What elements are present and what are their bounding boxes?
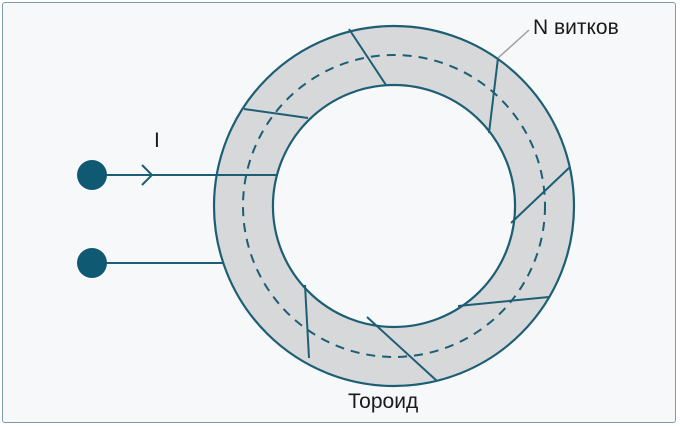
winding-turn xyxy=(366,316,438,382)
terminal-lower xyxy=(77,248,107,278)
winding-turn xyxy=(348,28,387,86)
toroid-label: Тороид xyxy=(348,390,418,413)
winding-turn xyxy=(457,296,550,307)
current-arrow-icon xyxy=(141,164,154,186)
turns-label: N витков xyxy=(533,16,619,39)
lead-wires xyxy=(93,174,223,264)
toroid-diagram: N витков I Тороид xyxy=(77,16,619,413)
winding-turn xyxy=(304,284,310,359)
turns-leader-line xyxy=(497,29,530,59)
current-label: I xyxy=(154,129,160,152)
mean-magnetic-path xyxy=(242,54,546,358)
diagram-frame: N витков I Тороид xyxy=(2,2,676,423)
terminal-upper xyxy=(77,160,107,190)
toroid-core xyxy=(212,24,576,388)
winding-turn xyxy=(488,57,499,134)
winding-turns xyxy=(216,28,571,382)
winding-turn xyxy=(243,108,309,119)
winding-turn xyxy=(510,166,571,224)
